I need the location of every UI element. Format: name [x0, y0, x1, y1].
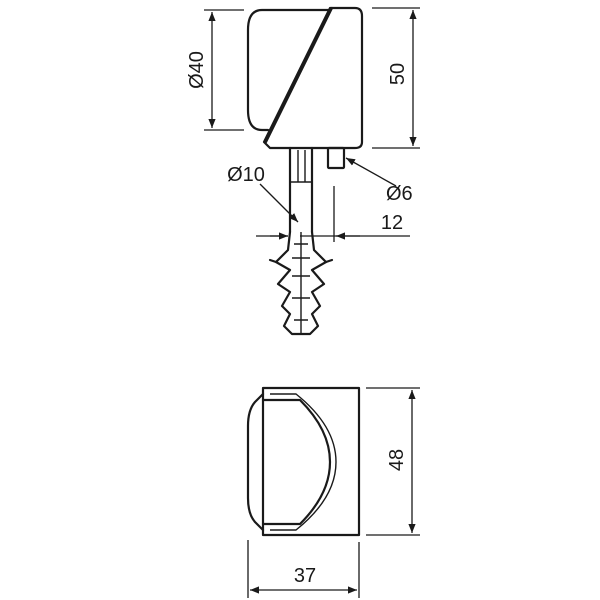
bumper-face — [261, 398, 332, 526]
dim-diameter-40: Ø40 — [186, 9, 244, 131]
housing-outline — [261, 386, 361, 537]
bottom-view: 48 37 — [246, 386, 420, 598]
bumper-cap — [246, 392, 265, 532]
wall-plug — [268, 230, 334, 336]
label-height-48: 48 — [386, 449, 408, 471]
label-width-37: 37 — [294, 565, 316, 587]
side-view: Ø40 50 Ø10 Ø6 12 — [186, 6, 420, 336]
dim-diameter-10: Ø10 — [227, 164, 299, 223]
bumper-head — [246, 8, 332, 132]
dim-diameter-6: Ø6 — [345, 157, 413, 205]
label-length-12: 12 — [381, 212, 403, 234]
dim-width-37: 37 — [247, 540, 360, 598]
dim-height-48: 48 — [366, 387, 420, 536]
label-height-50: 50 — [387, 63, 409, 85]
locating-pin — [326, 146, 346, 170]
label-diameter-40: Ø40 — [186, 51, 208, 89]
screw-shaft — [288, 146, 314, 234]
label-diameter-10: Ø10 — [227, 164, 265, 186]
housing-body — [262, 6, 364, 150]
label-diameter-6: Ø6 — [386, 183, 413, 205]
dim-length-12: 12 — [256, 186, 410, 242]
housing-slant — [264, 6, 334, 144]
dim-height-50: 50 — [372, 7, 420, 149]
